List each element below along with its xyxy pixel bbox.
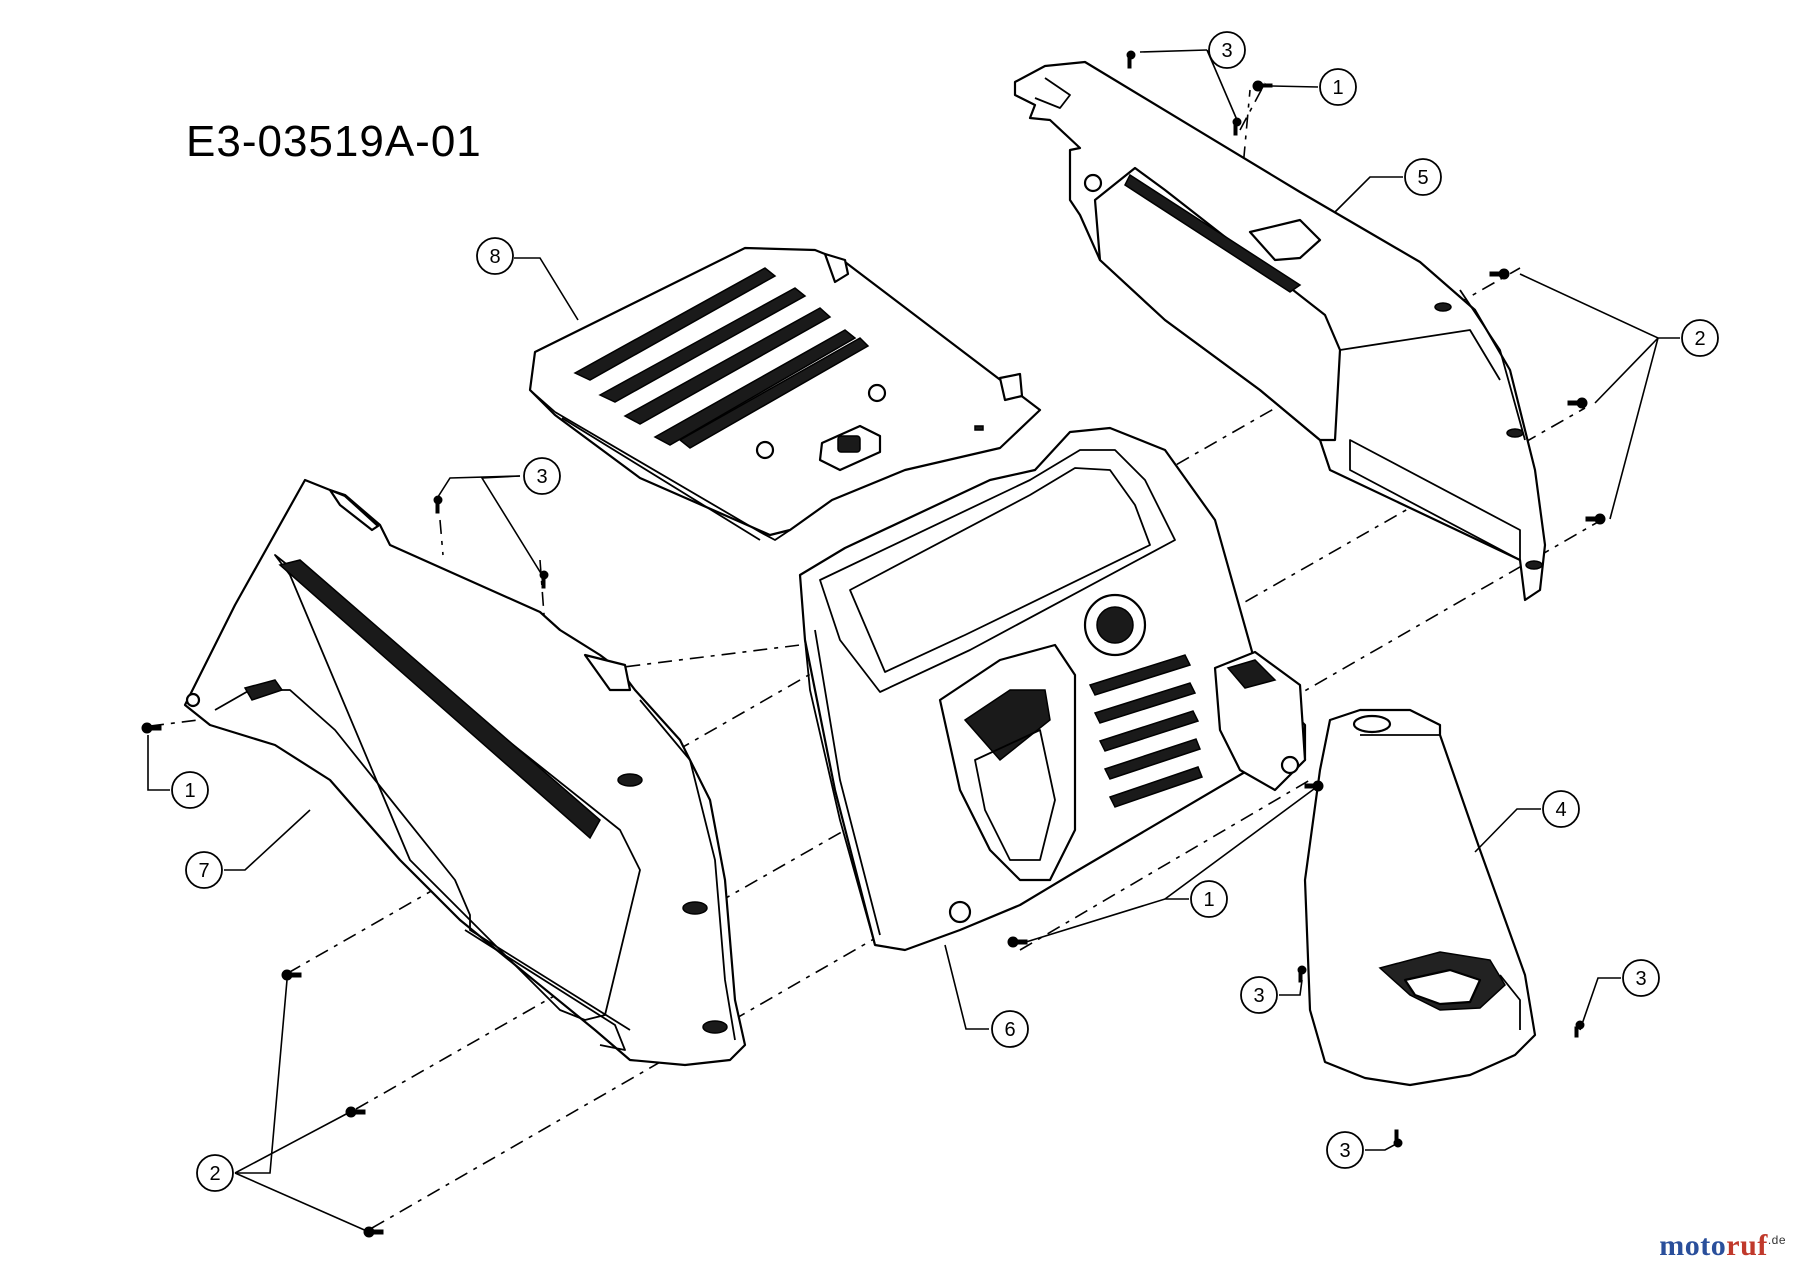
- watermark-logo: motoruf.de: [1659, 1229, 1786, 1263]
- callout-7: 7: [185, 851, 223, 889]
- part-6-dashboard: [798, 426, 1307, 952]
- callout-3-cone-left: 3: [1240, 976, 1278, 1014]
- callout-8: 8: [476, 237, 514, 275]
- part-8-top-panel: [528, 246, 1042, 541]
- part-6-vents: [1088, 654, 1203, 808]
- part-7-left-panel: [183, 478, 747, 1067]
- callout-4: 4: [1542, 790, 1580, 828]
- svg-text:3: 3: [1635, 968, 1646, 990]
- screw-2-right-c: [1585, 513, 1606, 525]
- svg-text:3: 3: [1339, 1140, 1350, 1162]
- callout-2-right: 2: [1681, 319, 1719, 357]
- screw-3-left-a: [433, 495, 443, 514]
- part-4-cone-cover: [1303, 708, 1537, 1087]
- svg-text:1: 1: [1332, 77, 1343, 99]
- svg-text:2: 2: [209, 1163, 220, 1185]
- part-5-right-panel: [1013, 60, 1547, 602]
- svg-text:5: 5: [1417, 167, 1428, 189]
- svg-text:2: 2: [1694, 328, 1705, 350]
- svg-text:8: 8: [489, 246, 500, 268]
- callout-6: 6: [991, 1010, 1029, 1048]
- svg-text:3: 3: [1253, 985, 1264, 1007]
- part-8-slots: [573, 267, 870, 449]
- screw-1-mid-a: [1007, 936, 1028, 948]
- callout-5: 5: [1404, 158, 1442, 196]
- screw-1-left: [141, 722, 162, 734]
- screw-2-left-a: [281, 969, 302, 981]
- watermark-brand: motoruf: [1659, 1229, 1768, 1262]
- screw-1-top: [1252, 80, 1273, 92]
- screw-3-top-b: [1232, 117, 1242, 136]
- callout-2-left: 2: [196, 1154, 234, 1192]
- svg-text:3: 3: [536, 466, 547, 488]
- callout-1-left: 1: [171, 771, 209, 809]
- svg-text:4: 4: [1555, 799, 1566, 821]
- screw-2-right-a: [1489, 268, 1510, 280]
- svg-text:1: 1: [1203, 889, 1214, 911]
- svg-text:6: 6: [1004, 1019, 1015, 1041]
- callout-3-left: 3: [523, 457, 561, 495]
- screw-2-left-b: [345, 1106, 366, 1118]
- drawing-number: E3-03519A-01: [186, 117, 482, 166]
- svg-text:7: 7: [198, 860, 209, 882]
- svg-text:1: 1: [184, 780, 195, 802]
- screw-2-left-c: [363, 1226, 384, 1238]
- screw-3-cone-left: [1297, 965, 1307, 983]
- callout-3-top: 3: [1208, 31, 1246, 69]
- svg-text:3: 3: [1221, 40, 1232, 62]
- leader-lines: [147, 49, 1680, 1233]
- screw-2-right-b: [1567, 397, 1588, 409]
- screw-3-left-b: [539, 570, 549, 589]
- callout-3-cone-right: 3: [1622, 959, 1660, 997]
- callout-1-mid: 1: [1190, 880, 1228, 918]
- screw-3-top-a: [1126, 50, 1136, 69]
- callout-3-cone-bottom: 3: [1326, 1131, 1364, 1169]
- watermark-suffix: .de: [1767, 1233, 1786, 1247]
- callout-1-top: 1: [1319, 68, 1357, 106]
